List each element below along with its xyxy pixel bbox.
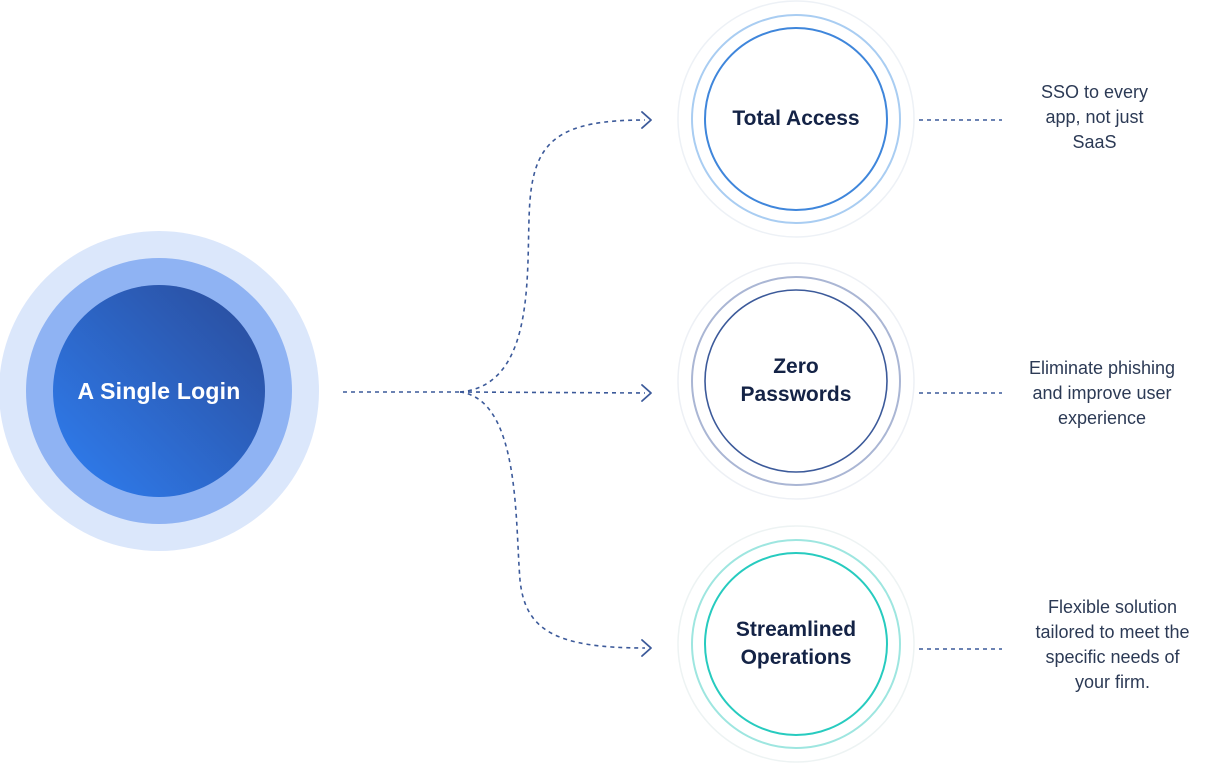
connector-streamlined bbox=[459, 391, 646, 649]
zero-passwords-inner-ring bbox=[704, 289, 888, 473]
description-streamlined-operations: Flexible solution tailored to meet the s… bbox=[1010, 595, 1215, 695]
description-line: and improve user bbox=[1032, 383, 1172, 403]
streamlined-inner-ring bbox=[704, 552, 888, 736]
node-title-zero-passwords: Zero Passwords bbox=[706, 291, 886, 471]
connector-total-access bbox=[459, 119, 646, 393]
center-label: A Single Login bbox=[77, 377, 241, 404]
arrow-zero-passwords-icon bbox=[641, 384, 652, 402]
node-title-total-access: Total Access bbox=[706, 29, 886, 209]
description-line: specific needs of bbox=[1045, 647, 1180, 667]
description-line: tailored to meet the bbox=[1035, 622, 1190, 642]
node-title-line: Total Access bbox=[732, 107, 860, 130]
node-title-line: Operations bbox=[740, 646, 852, 669]
description-line: Eliminate phishing bbox=[1028, 358, 1176, 378]
description-line: SaaS bbox=[1072, 132, 1117, 152]
arrow-heads bbox=[641, 111, 652, 657]
node-title-streamlined-operations: Streamlined Operations bbox=[706, 554, 886, 734]
description-line: your firm. bbox=[1074, 672, 1150, 692]
node-title-line: Passwords bbox=[740, 383, 852, 406]
description-total-access: SSO to every app, not just SaaS bbox=[1012, 80, 1177, 155]
center-inner-circle bbox=[53, 285, 265, 497]
connectors bbox=[343, 119, 646, 649]
node-total-access bbox=[677, 0, 915, 238]
node-zero-passwords bbox=[677, 262, 915, 500]
description-line: Flexible solution bbox=[1047, 597, 1178, 617]
node-title-line: Zero bbox=[773, 355, 819, 378]
description-line: app, not just bbox=[1045, 107, 1144, 127]
description-line: SSO to every bbox=[1040, 82, 1149, 102]
total-access-inner-ring bbox=[704, 27, 888, 211]
arrow-total-access-icon bbox=[641, 111, 652, 129]
connector-zero-passwords bbox=[459, 391, 646, 394]
center-node bbox=[0, 231, 319, 551]
description-connectors bbox=[919, 119, 1002, 650]
node-streamlined-operations bbox=[677, 525, 915, 763]
description-zero-passwords: Eliminate phishing and improve user expe… bbox=[1002, 356, 1202, 431]
description-line: experience bbox=[1057, 408, 1147, 428]
arrow-streamlined-icon bbox=[641, 639, 652, 657]
node-title-line: Streamlined bbox=[735, 618, 857, 641]
